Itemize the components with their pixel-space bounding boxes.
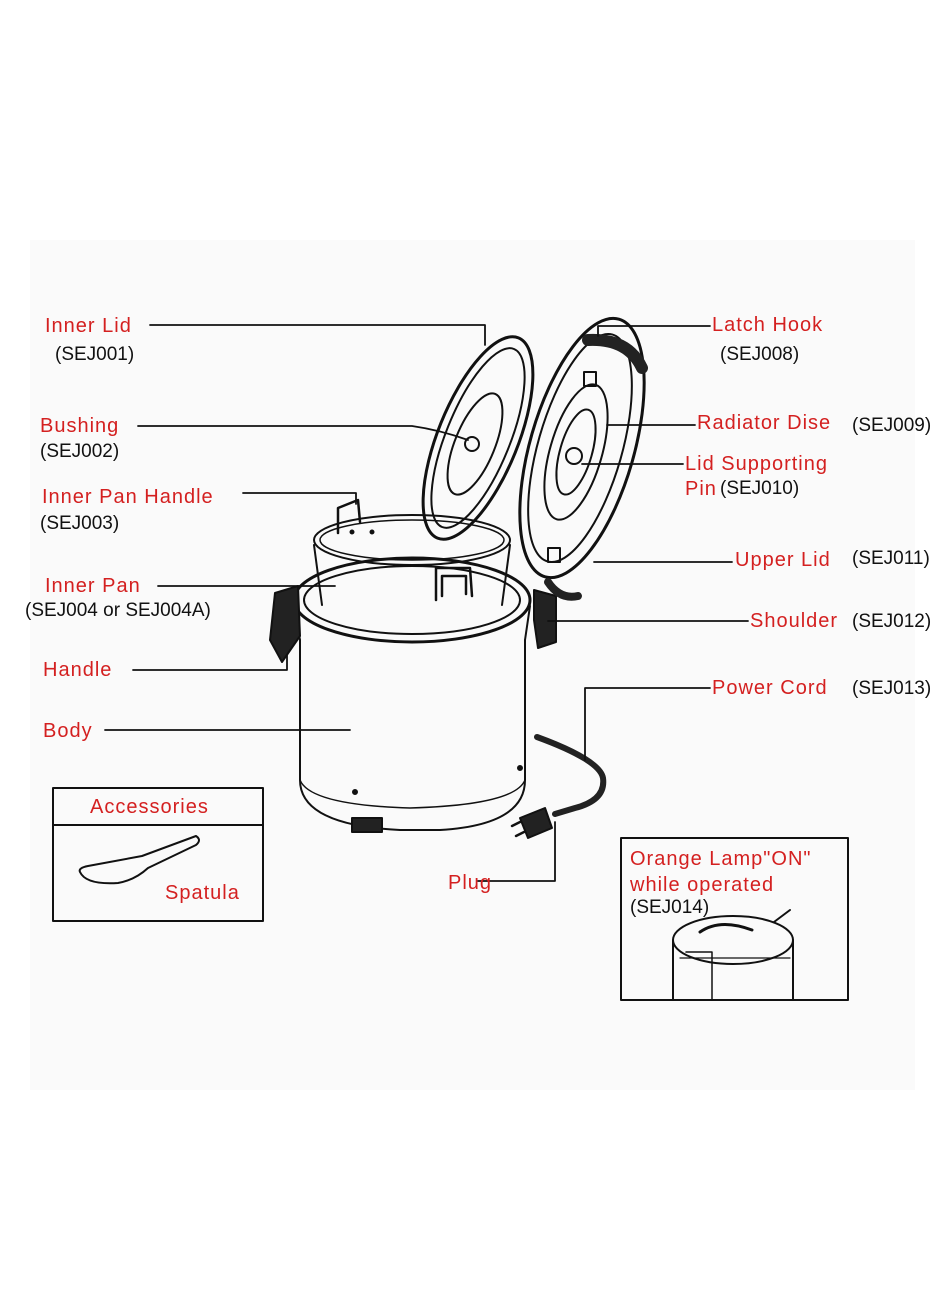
side-handle-right xyxy=(533,589,557,649)
label-radiator-dise: Radiator Dise xyxy=(697,412,832,434)
cooker-body xyxy=(299,639,526,833)
code-inner-pan-handle: (SEJ003) xyxy=(40,513,120,534)
lamp-label-line1: Orange Lamp"ON" xyxy=(630,848,812,870)
inner-lid-drawing xyxy=(421,335,535,541)
code-latch-hook: (SEJ008) xyxy=(720,344,800,365)
diagram-background xyxy=(30,240,915,1090)
label-inner-lid: Inner Lid xyxy=(45,315,132,337)
label-spatula: Spatula xyxy=(165,882,240,904)
lamp-label-line2: while operated xyxy=(630,874,775,896)
power-cord-drawing xyxy=(510,734,607,839)
cooker-shoulder xyxy=(292,556,532,644)
label-latch-hook: Latch Hook xyxy=(712,314,824,336)
label-bushing: Bushing xyxy=(40,415,120,437)
inner-pan xyxy=(313,514,511,606)
label-inner-pan: Inner Pan xyxy=(45,575,141,597)
label-body: Body xyxy=(43,720,93,742)
code-upper-lid: (SEJ011) xyxy=(852,548,930,569)
label-inner-pan-handle: Inner Pan Handle xyxy=(42,486,214,508)
label-plug: Plug xyxy=(448,872,493,894)
lamp-box xyxy=(620,837,849,1001)
label-handle: Handle xyxy=(43,659,113,681)
label-upper-lid: Upper Lid xyxy=(735,549,831,571)
code-lid-supporting-pin: (SEJ010) xyxy=(720,478,800,499)
label-lid-supporting: Lid Supporting xyxy=(685,453,828,475)
inner-pan-handle-right xyxy=(434,566,474,602)
code-bushing: (SEJ002) xyxy=(40,441,120,462)
accessories-title: Accessories xyxy=(90,796,209,818)
accessories-box xyxy=(52,787,264,922)
code-lamp: (SEJ014) xyxy=(630,897,710,918)
inner-pan-handle-left xyxy=(336,498,362,535)
label-power-cord: Power Cord xyxy=(712,677,828,699)
code-power-cord: (SEJ013) xyxy=(852,678,932,699)
code-radiator-dise: (SEJ009) xyxy=(852,415,932,436)
label-pin: Pin xyxy=(685,478,717,500)
code-inner-lid: (SEJ001) xyxy=(55,344,135,365)
code-shoulder: (SEJ012) xyxy=(852,611,932,632)
side-handle-left xyxy=(269,585,301,663)
code-inner-pan: (SEJ004 or SEJ004A) xyxy=(25,600,211,621)
upper-lid-drawing xyxy=(518,316,648,601)
label-shoulder: Shoulder xyxy=(750,610,839,632)
